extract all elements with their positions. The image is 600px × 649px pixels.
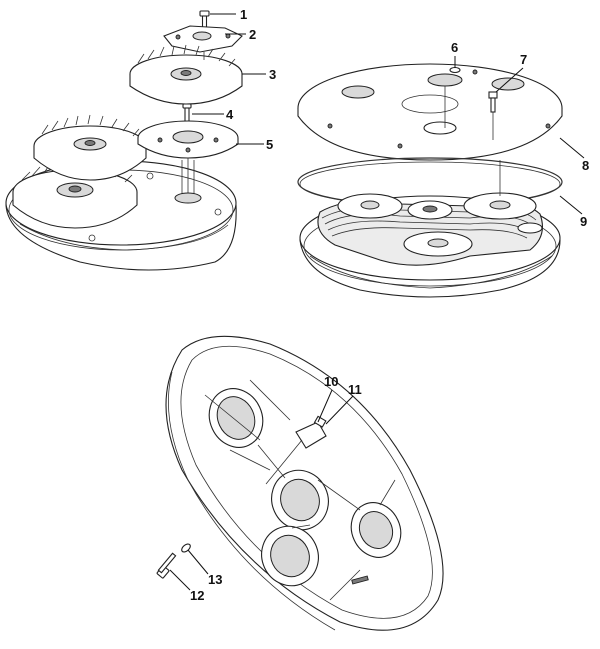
assembly-axis-left xyxy=(174,52,205,204)
housing-ribs xyxy=(204,379,396,601)
callout-1: 1 xyxy=(240,7,247,22)
housing-bosses xyxy=(208,388,402,587)
fan-pulley-lower-left xyxy=(12,160,138,229)
callout-8: 8 xyxy=(582,158,589,173)
callout-3: 3 xyxy=(269,67,276,82)
callout-11: 11 xyxy=(348,382,362,397)
callout-6: 6 xyxy=(451,40,458,55)
callout-4: 4 xyxy=(226,107,234,122)
disk-plate-part-5 xyxy=(137,120,239,159)
callout-12: 12 xyxy=(190,588,204,603)
hub-plate-part-2 xyxy=(163,25,243,53)
callout-5: 5 xyxy=(266,137,273,152)
bottom-housing xyxy=(156,335,444,631)
callout-9: 9 xyxy=(580,214,587,229)
callout-13: 13 xyxy=(208,572,222,587)
screw-part-1 xyxy=(199,10,210,29)
cover-plate-part-8 xyxy=(297,63,563,161)
callout-10: 10 xyxy=(324,374,338,389)
callout-labels: 1 2 3 4 5 6 7 8 9 10 11 12 13 xyxy=(190,7,589,603)
fan-pulley-upper-left xyxy=(33,114,147,181)
callout-7: 7 xyxy=(520,52,527,67)
fitting-part-10-11 xyxy=(265,415,327,485)
assembly-axis-right xyxy=(444,86,501,196)
leader-lines xyxy=(169,13,585,591)
pulleys-right xyxy=(337,192,543,257)
fitting-part-7 xyxy=(488,91,498,140)
fan-pulley-part-3 xyxy=(129,44,243,105)
seal-part-6 xyxy=(449,66,461,74)
right-assembly xyxy=(297,63,563,298)
bolt-part-12 xyxy=(156,552,177,579)
callout-2: 2 xyxy=(249,27,256,42)
left-assembly xyxy=(5,10,243,271)
